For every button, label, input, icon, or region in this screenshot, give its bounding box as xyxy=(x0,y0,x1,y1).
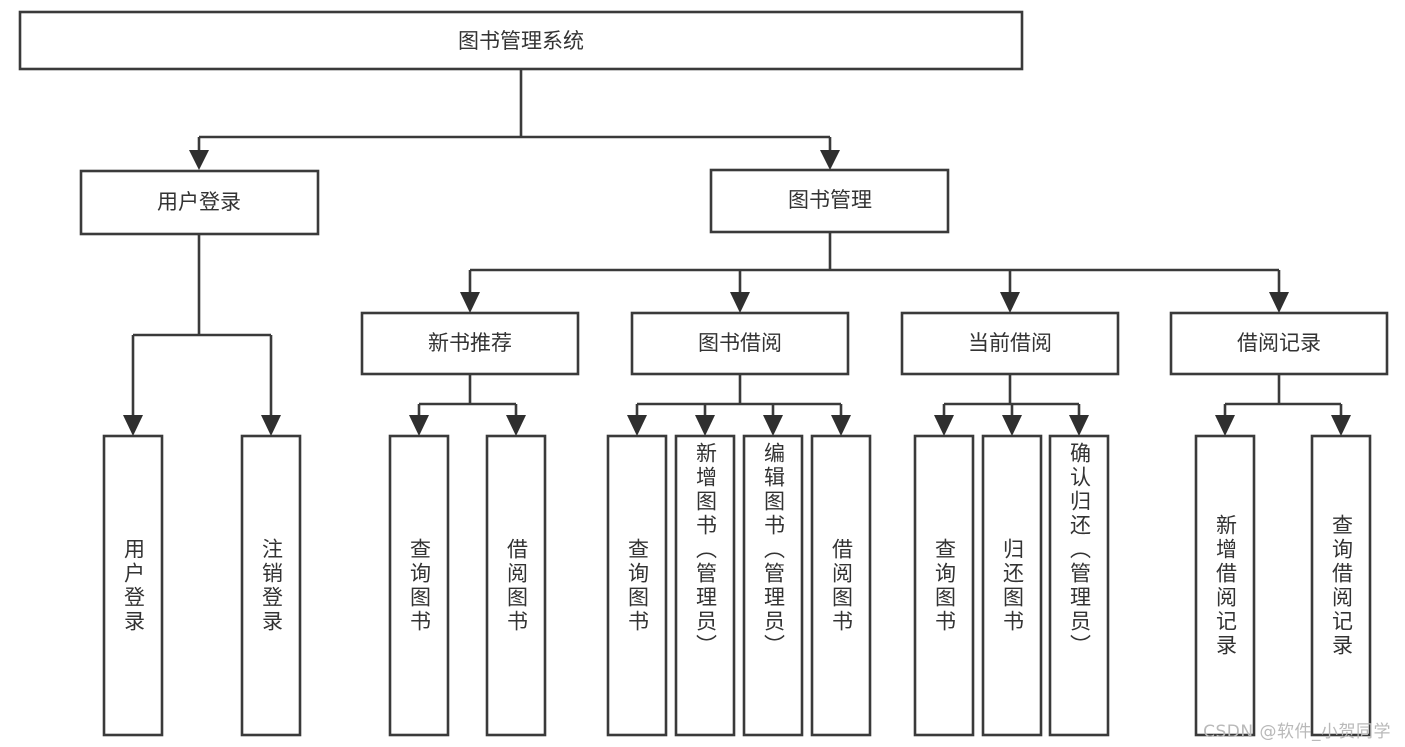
arrow-head-leaf-return-book xyxy=(1002,415,1022,436)
node-book-manage-box[interactable] xyxy=(709,168,950,234)
node-book-manage-label: 图书管理 xyxy=(788,188,872,212)
arrow-head-leaf-query-record xyxy=(1331,415,1351,436)
node-leaf-query-book-3-box[interactable] xyxy=(913,434,975,737)
node-root-label: 图书管理系统 xyxy=(458,29,584,53)
arrow-head-leaf-edit-book xyxy=(763,415,783,436)
node-book-borrow-box[interactable] xyxy=(630,311,850,376)
arrow-head-new-book-rec xyxy=(460,292,480,313)
arrow-head-leaf-query-book-3 xyxy=(934,415,954,436)
arrow-head-leaf-query-book-1 xyxy=(409,415,429,436)
node-leaf-add-book[interactable] xyxy=(674,434,736,737)
node-leaf-borrow-book-2[interactable] xyxy=(810,434,872,737)
node-leaf-query-record-box[interactable] xyxy=(1310,434,1372,737)
node-leaf-query-record[interactable] xyxy=(1310,434,1372,737)
node-new-book-rec-box[interactable] xyxy=(360,311,580,376)
arrow-head-borrow-record xyxy=(1269,292,1289,313)
arrow-head-book-manage xyxy=(820,150,840,170)
arrow-head-leaf-confirm-return xyxy=(1069,415,1089,436)
node-leaf-borrow-book-2-box[interactable] xyxy=(810,434,872,737)
node-book-manage[interactable]: 图书管理 xyxy=(709,168,950,234)
node-user-login-label: 用户登录 xyxy=(157,190,241,214)
node-leaf-confirm-return-box[interactable] xyxy=(1048,434,1110,737)
node-current-borrow[interactable]: 当前借阅 xyxy=(900,311,1120,376)
node-borrow-record[interactable]: 借阅记录 xyxy=(1169,311,1389,376)
node-leaf-confirm-return[interactable] xyxy=(1048,434,1110,737)
node-current-borrow-label: 当前借阅 xyxy=(968,331,1052,355)
node-root[interactable]: 图书管理系统 xyxy=(18,10,1024,71)
node-leaf-return-book-box[interactable] xyxy=(981,434,1043,737)
node-borrow-record-label: 借阅记录 xyxy=(1237,331,1321,355)
arrow-head-current-borrow xyxy=(1000,292,1020,313)
node-book-borrow[interactable]: 图书借阅 xyxy=(630,311,850,376)
node-user-login-box[interactable] xyxy=(79,169,320,236)
node-leaf-query-book-1-box[interactable] xyxy=(388,434,450,737)
node-leaf-query-book-1[interactable] xyxy=(388,434,450,737)
arrow-head-book-borrow xyxy=(730,292,750,313)
node-leaf-query-book-2[interactable] xyxy=(606,434,668,737)
node-root-box[interactable] xyxy=(18,10,1024,71)
arrow-head-leaf-borrow-book-2 xyxy=(831,415,851,436)
node-leaf-logout[interactable] xyxy=(240,434,302,737)
node-leaf-add-book-box[interactable] xyxy=(674,434,736,737)
node-leaf-user-login[interactable] xyxy=(102,434,164,737)
node-leaf-edit-book-box[interactable] xyxy=(742,434,804,737)
node-leaf-borrow-book-1[interactable] xyxy=(485,434,547,737)
node-leaf-add-record[interactable] xyxy=(1194,434,1256,737)
node-leaf-logout-box[interactable] xyxy=(240,434,302,737)
node-leaf-borrow-book-1-box[interactable] xyxy=(485,434,547,737)
arrow-head-leaf-borrow-book-1 xyxy=(506,415,526,436)
node-leaf-add-record-box[interactable] xyxy=(1194,434,1256,737)
connector-layer xyxy=(123,69,1351,436)
node-leaf-user-login-box[interactable] xyxy=(102,434,164,737)
node-user-login[interactable]: 用户登录 xyxy=(79,169,320,236)
node-book-borrow-label: 图书借阅 xyxy=(698,331,782,355)
arrow-head-leaf-query-book-2 xyxy=(627,415,647,436)
arrow-head-leaf-add-record xyxy=(1215,415,1235,436)
node-new-book-rec[interactable]: 新书推荐 xyxy=(360,311,580,376)
node-leaf-query-book-2-box[interactable] xyxy=(606,434,668,737)
node-leaf-return-book[interactable] xyxy=(981,434,1043,737)
node-new-book-rec-label: 新书推荐 xyxy=(428,331,512,355)
node-borrow-record-box[interactable] xyxy=(1169,311,1389,376)
node-leaf-edit-book[interactable] xyxy=(742,434,804,737)
arrow-head-leaf-logout xyxy=(261,415,281,436)
node-current-borrow-box[interactable] xyxy=(900,311,1120,376)
arrow-head-user-login xyxy=(189,150,209,170)
arrow-head-leaf-user-login xyxy=(123,415,143,436)
node-leaf-query-book-3[interactable] xyxy=(913,434,975,737)
arrow-head-leaf-add-book xyxy=(695,415,715,436)
